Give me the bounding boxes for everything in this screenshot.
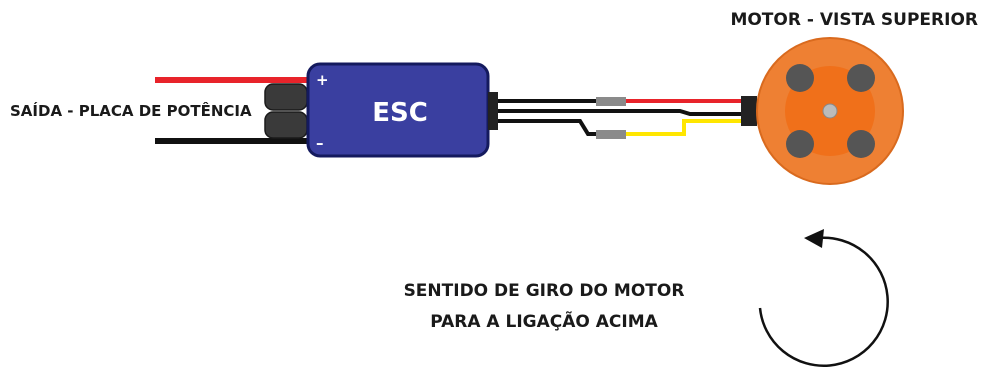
- motor-screw: [786, 130, 814, 158]
- arrowhead-icon: [804, 229, 824, 248]
- rotation-text-line1: SENTIDO DE GIRO DO MOTOR: [404, 281, 685, 301]
- esc-output-wires: [498, 99, 598, 136]
- esc-plus-sign: +: [316, 71, 329, 89]
- esc-label: ESC: [372, 98, 428, 128]
- motor-shaft: [822, 103, 838, 119]
- esc-output-plug: [488, 92, 498, 130]
- motor-title: MOTOR - VISTA SUPERIOR: [730, 10, 978, 30]
- motor-plug: [741, 96, 757, 126]
- motor-screw: [847, 130, 875, 158]
- motor-wires: [598, 99, 745, 136]
- power-connector: [264, 83, 308, 139]
- bullet-connectors: [596, 97, 626, 139]
- power-board-label: SAÍDA - PLACA DE POTÊNCIA: [10, 101, 252, 120]
- esc-minus-sign: –: [316, 134, 324, 152]
- motor-screw: [786, 64, 814, 92]
- motor: [756, 37, 904, 185]
- motor-screw: [847, 64, 875, 92]
- rotation-text-line2: PARA A LIGAÇÃO ACIMA: [430, 309, 658, 332]
- rotation-arrow: [758, 229, 889, 367]
